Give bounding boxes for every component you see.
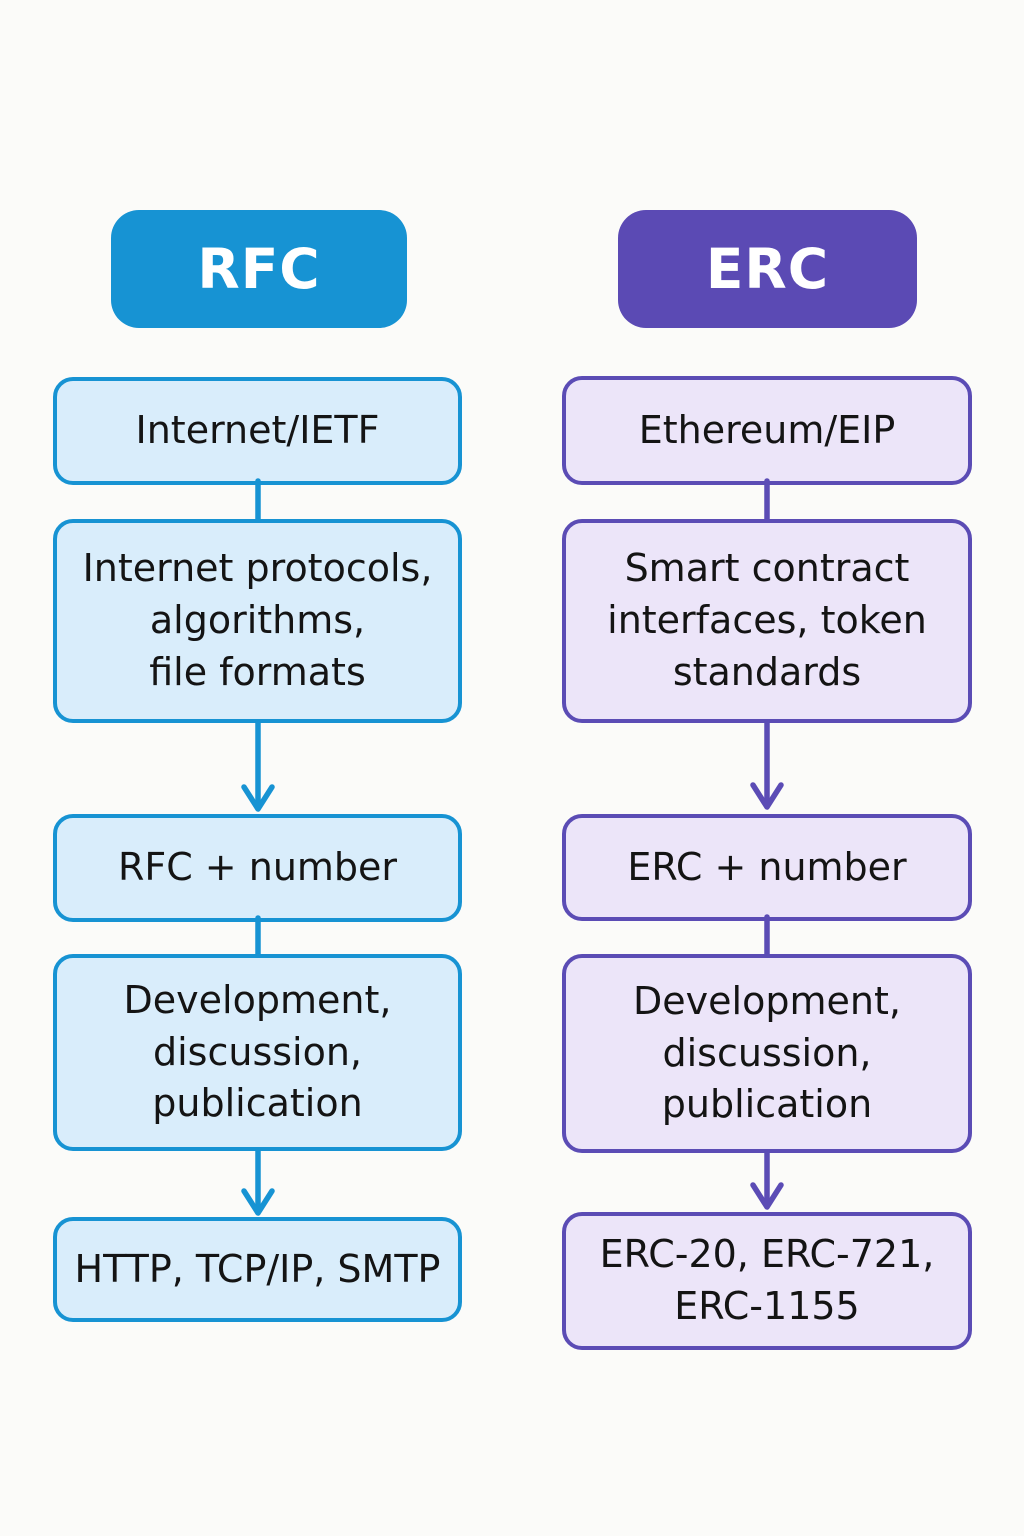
box-line: ERC + number bbox=[627, 844, 907, 889]
erc-box-examples: ERC-20, ERC-721, ERC-1155 bbox=[562, 1212, 972, 1350]
erc-connector-naming-process bbox=[764, 914, 770, 960]
erc-box-naming: ERC + number bbox=[562, 814, 972, 921]
box-line: HTTP, TCP/IP, SMTP bbox=[74, 1246, 441, 1291]
rfc-connector-origin-scope bbox=[255, 478, 261, 526]
erc-arrow-scope-naming bbox=[750, 720, 784, 810]
box-line: Internet/IETF bbox=[135, 408, 380, 453]
box-line: file formats bbox=[149, 649, 366, 694]
box-line: Smart contract bbox=[624, 546, 910, 591]
rfc-box-naming: RFC + number bbox=[53, 814, 462, 922]
erc-box-scope: Smart contract interfaces, token standar… bbox=[562, 519, 972, 723]
box-line: ERC-20, ERC-721, bbox=[599, 1232, 935, 1277]
box-line: Ethereum/EIP bbox=[638, 407, 896, 452]
erc-box-origin: Ethereum/EIP bbox=[562, 376, 972, 485]
erc-column-header: ERC bbox=[618, 210, 917, 328]
rfc-box-scope: Internet protocols, algorithms, file for… bbox=[53, 519, 462, 723]
erc-box-process: Development, discussion, publication bbox=[562, 954, 972, 1153]
rfc-arrow-process-examples bbox=[241, 1148, 275, 1216]
box-line: Development, bbox=[123, 977, 392, 1022]
rfc-arrow-scope-naming bbox=[241, 720, 275, 812]
box-line: publication bbox=[661, 1082, 873, 1127]
box-line: RFC + number bbox=[117, 845, 398, 890]
box-line: publication bbox=[152, 1081, 363, 1126]
box-line: discussion, bbox=[662, 1030, 872, 1075]
rfc-box-origin: Internet/IETF bbox=[53, 377, 462, 485]
box-line: interfaces, token bbox=[607, 598, 927, 643]
erc-arrow-process-examples bbox=[750, 1150, 784, 1210]
rfc-column-header: RFC bbox=[111, 210, 407, 328]
rfc-box-examples: HTTP, TCP/IP, SMTP bbox=[53, 1217, 462, 1322]
box-line: Development, bbox=[633, 978, 901, 1023]
box-line: discussion, bbox=[152, 1029, 363, 1074]
rfc-connector-naming-process bbox=[255, 915, 261, 961]
rfc-box-process: Development, discussion, publication bbox=[53, 954, 462, 1151]
erc-connector-origin-scope bbox=[764, 478, 770, 526]
box-line: standards bbox=[672, 649, 862, 694]
box-line: Internet protocols, bbox=[82, 546, 433, 591]
box-line: ERC-1155 bbox=[674, 1284, 860, 1328]
box-line: algorithms, bbox=[149, 598, 366, 643]
